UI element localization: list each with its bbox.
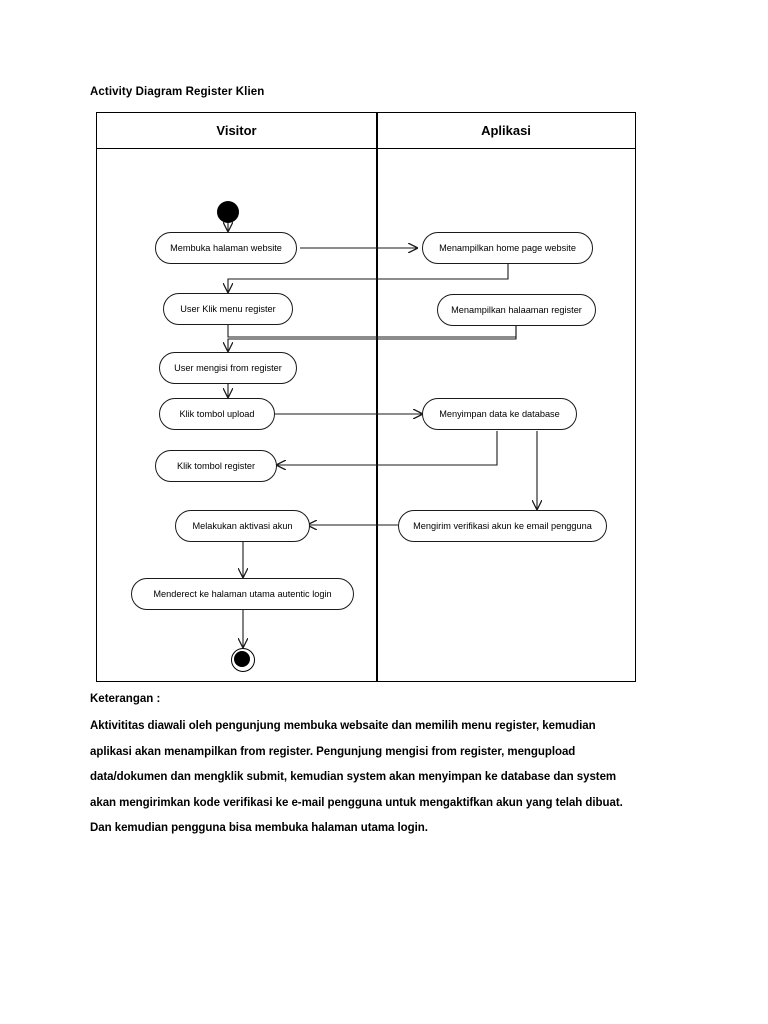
activity-node-kirim-verifikasi[interactable]: Mengirim verifikasi akun ke email penggu…: [398, 510, 607, 542]
activity-node-klik-tombol-register[interactable]: Klik tombol register: [155, 450, 277, 482]
keterangan-line: akan mengirimkan kode verifikasi ke e-ma…: [90, 796, 623, 809]
keterangan-line: Aktivititas diawali oleh pengunjung memb…: [90, 720, 596, 732]
swimlane-header-aplikasi: Aplikasi: [481, 123, 531, 138]
swimlane-header-visitor: Visitor: [216, 123, 257, 138]
final-node: [231, 648, 255, 672]
activity-node-klik-register[interactable]: User Klik menu register: [163, 293, 293, 325]
swimlane-divider: [376, 113, 378, 681]
activity-diagram: Visitor Aplikasi: [96, 112, 636, 682]
keterangan-line: aplikasi akan menampilkan from register.…: [90, 745, 576, 758]
swimlane-header-row: Visitor Aplikasi: [97, 113, 635, 149]
page-title: Activity Diagram Register Klien: [90, 86, 265, 98]
activity-node-isi-form[interactable]: User mengisi from register: [159, 352, 297, 384]
activity-node-klik-upload[interactable]: Klik tombol upload: [159, 398, 275, 430]
activity-node-halaman-register[interactable]: Menampilkan halaaman register: [437, 294, 596, 326]
activity-node-aktivasi-akun[interactable]: Melakukan aktivasi akun: [175, 510, 310, 542]
activity-node-home-page[interactable]: Menampilkan home page website: [422, 232, 593, 264]
activity-node-redirect-login[interactable]: Menderect ke halaman utama autentic logi…: [131, 578, 354, 610]
keterangan-title: Keterangan :: [90, 693, 161, 705]
initial-node: [217, 201, 239, 223]
keterangan-block: Keterangan : Aktivititas diawali oleh pe…: [90, 693, 670, 842]
activity-node-simpan-database[interactable]: Menyimpan data ke database: [422, 398, 577, 430]
keterangan-line: Dan kemudian pengguna bisa membuka halam…: [90, 822, 428, 834]
keterangan-line: data/dokumen dan mengklik submit, kemudi…: [90, 771, 617, 783]
activity-node-buka-website[interactable]: Membuka halaman website: [155, 232, 297, 264]
